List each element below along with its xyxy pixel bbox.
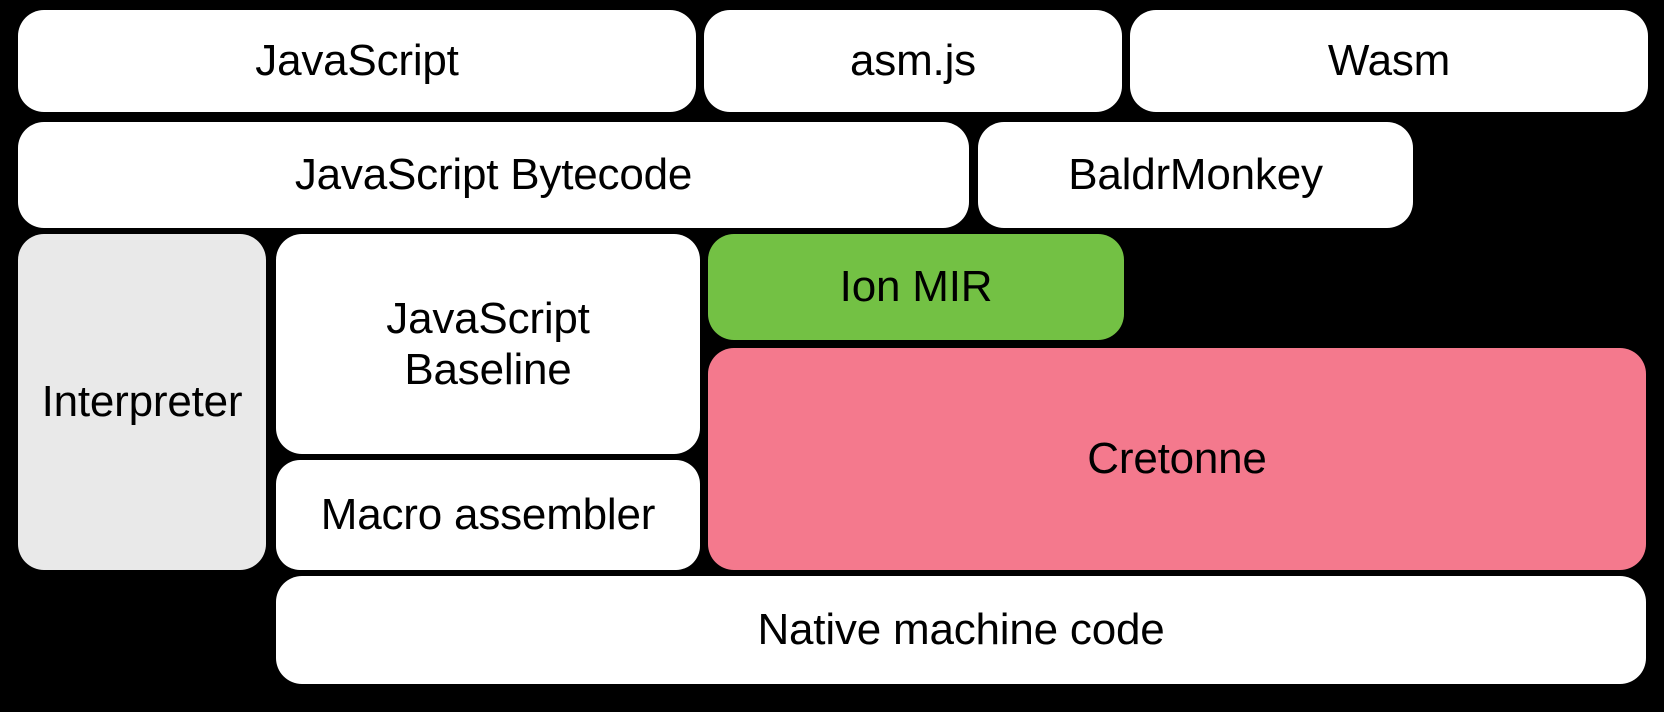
node-interpreter-label: Interpreter [41,377,243,427]
node-baldrmonkey[interactable]: BaldrMonkey [978,122,1413,228]
node-wasm-label: Wasm [1327,36,1451,86]
node-javascript-baseline[interactable]: JavaScript Baseline [276,234,700,454]
node-asm-js[interactable]: asm.js [704,10,1122,112]
node-cretonne[interactable]: Cretonne [708,348,1646,570]
node-javascript[interactable]: JavaScript [18,10,696,112]
node-ion-mir[interactable]: Ion MIR [708,234,1124,340]
node-javascript-baseline-label: JavaScript Baseline [386,293,590,394]
node-native-machine-code[interactable]: Native machine code [276,576,1646,684]
node-ion-mir-label: Ion MIR [839,262,993,312]
node-wasm[interactable]: Wasm [1130,10,1648,112]
node-javascript-bytecode-label: JavaScript Bytecode [294,150,693,200]
node-baldrmonkey-label: BaldrMonkey [1068,150,1323,200]
node-cretonne-label: Cretonne [1087,434,1267,484]
node-native-machine-code-label: Native machine code [757,605,1165,655]
node-macro-assembler[interactable]: Macro assembler [276,460,700,570]
node-macro-assembler-label: Macro assembler [320,490,656,540]
node-asm-js-label: asm.js [850,36,976,86]
node-interpreter[interactable]: Interpreter [18,234,266,570]
node-javascript-bytecode[interactable]: JavaScript Bytecode [18,122,969,228]
node-javascript-label: JavaScript [255,36,459,86]
